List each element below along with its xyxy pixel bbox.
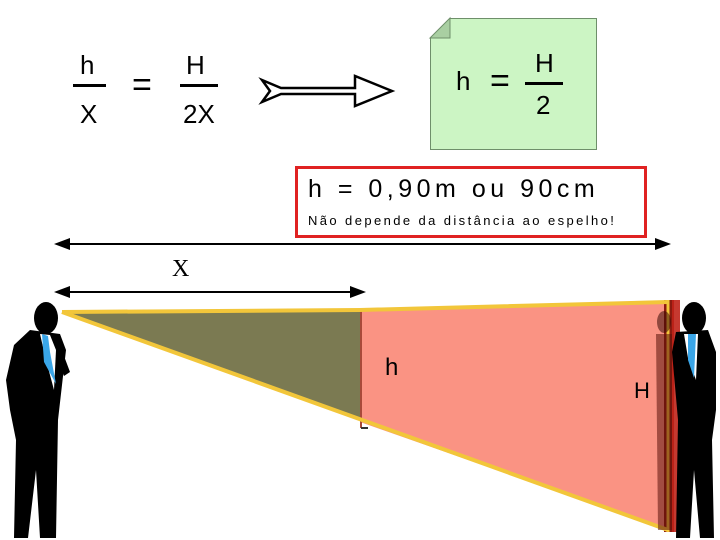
note-h-label: h [456,66,471,96]
result-box: h = 0,90m ou 90cm Não depende da distânc… [295,166,647,238]
result-sub-text: Não depende da distância ao espelho! [308,213,617,228]
distance-label-x: X [172,256,190,282]
image-height-edge [672,300,680,532]
salmon-region [360,302,668,530]
fraction-h-numerator: h [80,50,95,80]
note-equals-sign: = [490,62,510,100]
ray-top [61,300,669,314]
note-H-numerator: H [535,48,554,78]
person-right-icon [672,302,716,538]
result-note [430,18,597,150]
ray-bottom [61,310,669,532]
equals-sign: = [132,66,152,104]
fraction-bar-2 [180,84,218,87]
total-distance-arrowhead-left [54,238,70,250]
fraction-2x-denominator: 2X [183,99,215,129]
half-distance-arrowhead-right [350,286,366,298]
note-2-denominator: 2 [536,90,551,120]
person-height-label: H [634,378,650,403]
person-left-icon [6,302,70,538]
result-main-text: h = 0,90m ou 90cm [308,175,600,203]
implies-arrow [258,74,396,108]
mirror-height-label: h [385,354,399,381]
fraction-H-numerator: H [186,50,205,80]
fraction-x-denominator: X [80,99,98,129]
half-distance-arrowhead-left [54,286,70,298]
total-distance-arrowhead-right [655,238,671,250]
note-fraction-bar [525,82,563,85]
person-reflection-icon [656,311,672,530]
note-fold-flap [428,16,451,39]
fraction-bar-1 [73,84,106,87]
